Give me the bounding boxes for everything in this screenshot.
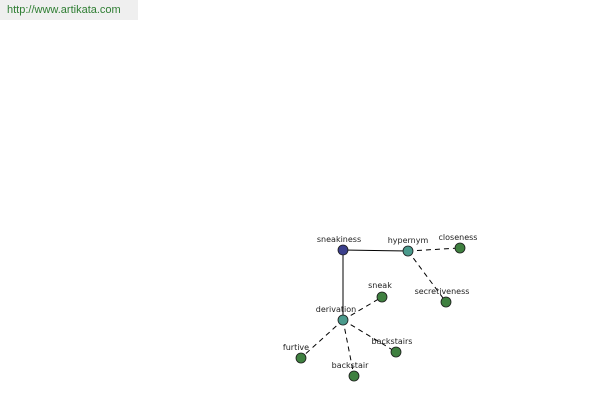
edge-hypernym-closeness: [407, 247, 461, 252]
edge-derivation-backstairs: [342, 319, 397, 353]
node-secretiveness[interactable]: [440, 296, 452, 308]
graph-nodes: [295, 242, 466, 382]
label-sneak: sneak: [368, 281, 392, 290]
edge-derivation-sneak: [342, 296, 383, 321]
edge-hypernym-secretiveness: [407, 250, 447, 303]
node-derivation[interactable]: [337, 314, 349, 326]
node-sneak[interactable]: [376, 291, 388, 303]
edge-derivation-furtive: [300, 319, 344, 359]
graph-labels: sneakiness hypernym derivation closeness…: [283, 233, 478, 370]
label-backstair: backstair: [332, 361, 369, 370]
node-furtive[interactable]: [295, 352, 307, 364]
node-backstair[interactable]: [348, 370, 360, 382]
label-closeness: closeness: [439, 233, 478, 242]
label-derivation: derivation: [316, 305, 356, 314]
source-url-link[interactable]: http://www.artikata.com: [0, 0, 138, 20]
edge-sneakiness-hypernym: [342, 249, 409, 252]
node-closeness[interactable]: [454, 242, 466, 254]
label-hypernym: hypernym: [388, 236, 429, 245]
graph-edges: [300, 247, 461, 377]
label-secretiveness: secretiveness: [415, 287, 470, 296]
label-backstairs: backstairs: [372, 337, 413, 346]
label-furtive: furtive: [283, 343, 309, 352]
label-sneakiness: sneakiness: [317, 235, 361, 244]
node-hypernym[interactable]: [402, 245, 414, 257]
node-backstairs[interactable]: [390, 346, 402, 358]
node-sneakiness[interactable]: [337, 244, 349, 256]
edge-derivation-backstair: [342, 319, 355, 377]
